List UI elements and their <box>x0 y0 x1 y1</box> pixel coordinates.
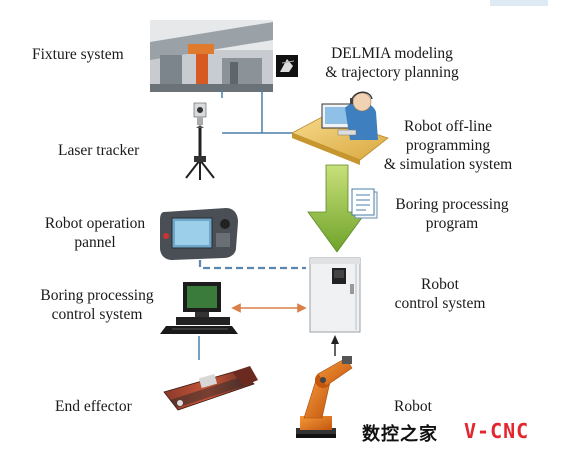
connector-bracket <box>221 90 298 134</box>
label-boring-program: Boring processing program <box>382 195 522 233</box>
label-offline-line2: programming <box>405 137 491 154</box>
label-robot-control-line1: Robot <box>421 276 459 293</box>
green-flow-arrow <box>307 164 367 253</box>
teach-pendant-image <box>160 208 238 260</box>
program-document-icon <box>351 188 378 219</box>
watermark: 数控之家 V-CNC <box>362 419 558 446</box>
label-delmia: DELMIA modeling & trajectory planning <box>312 44 472 82</box>
label-boring-control: Boring processing control system <box>22 286 172 324</box>
fixture-system-image <box>150 20 273 92</box>
delmia-logo-icon <box>276 55 298 77</box>
label-robot: Robot <box>394 398 432 415</box>
label-boring-control-line1: Boring processing <box>40 287 154 304</box>
label-fixture-system: Fixture system <box>32 46 124 63</box>
label-end-effector: End effector <box>55 398 132 415</box>
laser-tracker-image <box>185 102 215 180</box>
dashed-link <box>198 260 306 270</box>
offline-workstation-image <box>291 91 389 165</box>
watermark-cn: 数控之家 <box>362 424 438 445</box>
label-boring-program-line1: Boring processing <box>395 196 509 213</box>
label-delmia-line2: & trajectory planning <box>325 64 459 81</box>
label-robot-control: Robot control system <box>370 275 510 313</box>
label-robot-control-line2: control system <box>394 295 486 312</box>
end-effector-image <box>163 366 258 411</box>
robot-arm-image <box>296 356 353 438</box>
corner-tab <box>490 0 548 6</box>
label-offline-system: Robot off-line programming & simulation … <box>368 117 528 174</box>
robot-to-controller-arrow <box>331 335 339 356</box>
label-operation-panel-line1: Robot operation <box>44 215 146 232</box>
label-laser-tracker: Laser tracker <box>58 142 140 159</box>
label-operation-panel-line2: pannel <box>74 234 116 251</box>
watermark-en: V-CNC <box>464 419 530 443</box>
label-offline-line3: & simulation system <box>383 156 513 173</box>
label-delmia-line1: DELMIA modeling <box>331 45 453 62</box>
label-boring-program-line2: program <box>425 215 479 232</box>
label-operation-panel: Robot operation pannel <box>30 214 160 252</box>
robot-control-cabinet-image <box>309 257 361 333</box>
boring-control-computer-image <box>160 282 238 334</box>
label-boring-control-line2: control system <box>51 306 143 323</box>
label-offline-line1: Robot off-line <box>404 118 492 135</box>
